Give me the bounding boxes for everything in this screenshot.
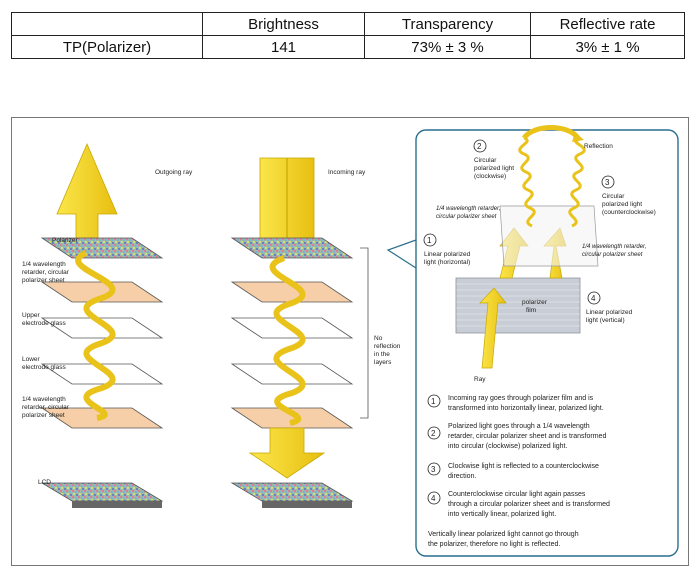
polarizer-sheet <box>230 237 354 259</box>
label-upper-glass: Upper <box>22 312 41 319</box>
label-reflection: Reflection <box>584 143 613 150</box>
retarder-sheet-bottom <box>230 407 354 429</box>
label-ray: Ray <box>474 376 486 383</box>
label-circular-ccw: Circular <box>602 193 625 200</box>
table-header-cell: Brightness <box>202 12 365 36</box>
num-1: 1 <box>427 236 432 245</box>
label-linear-v: Linear polarized <box>586 309 633 316</box>
label-retarder-bottom: polarizer sheet <box>22 412 65 419</box>
table-cell: 73% ± 3 % <box>364 35 531 59</box>
step-text: into circular (clockwise) polarized ligh… <box>448 443 567 450</box>
footnote: the polarizer, therefore no light is ref… <box>428 541 560 548</box>
label-retarder-bottom: 1/4 wavelength <box>22 396 66 403</box>
label-retarder-top: retarder, circular <box>22 269 70 276</box>
step-text: Counterclockwise circular light again pa… <box>448 491 586 498</box>
table-header-cell <box>11 12 203 36</box>
left-stack: Outgoing ray Polarizer 1/4 wavelength re… <box>22 142 193 508</box>
step-text: transformed into horizontally linear, po… <box>448 405 604 412</box>
label-lower-glass: electrode glass <box>22 364 66 371</box>
retarder-sheet <box>499 205 599 267</box>
step-text: Clockwise light is reflected to a counte… <box>448 463 599 470</box>
label-upper-glass: electrode glass <box>22 320 66 327</box>
step-num: 2 <box>431 429 436 438</box>
polarizer-film <box>455 277 581 334</box>
footnote: Vertically linear polarized light cannot… <box>428 531 579 538</box>
helix <box>269 255 306 426</box>
lcd-panel <box>230 482 354 502</box>
label-polarizer-film: film <box>526 307 536 314</box>
diagram-svg: Outgoing ray Polarizer 1/4 wavelength re… <box>22 125 679 557</box>
step-text: retarder, circular polarizer sheet and i… <box>448 433 606 440</box>
label-no-reflection: No <box>374 335 383 342</box>
label-retarder-top: polarizer sheet <box>22 277 65 284</box>
detail-callout: polarizer film 2 Circular polarized ligh… <box>386 125 679 557</box>
label-linear-v: light (vertical) <box>586 317 625 324</box>
label-no-reflection: reflection <box>374 343 401 350</box>
table-cell: 3% ± 1 % <box>530 35 685 59</box>
lcd-panel-side <box>262 501 352 508</box>
table-row: TP(Polarizer) 141 73% ± 3 % 3% ± 1 % <box>11 35 685 59</box>
num-4: 4 <box>591 294 596 303</box>
upper-glass <box>40 317 164 339</box>
step-num: 4 <box>431 494 436 503</box>
label-circular-cw: Circular <box>474 157 497 164</box>
label-polarizer-film: polarizer <box>522 299 548 306</box>
label-lcd: LCD <box>38 479 51 486</box>
step-text: Polarized light goes through a 1/4 wavel… <box>448 423 590 430</box>
step-num: 1 <box>431 397 436 406</box>
label-retarder-b: circular polarizer sheet <box>582 252 643 258</box>
table-header-cell: Reflective rate <box>530 12 685 36</box>
no-reflection-bracket <box>360 247 369 419</box>
table-header-cell: Transparency <box>364 12 531 36</box>
step-text: into vertically linear, polarized light. <box>448 511 556 518</box>
label-outgoing-ray: Outgoing ray <box>155 169 193 176</box>
label-linear-h: Linear polarized <box>424 251 471 258</box>
label-circular-ccw: polarized light <box>602 201 642 208</box>
label-incoming-ray: Incoming ray <box>328 169 366 176</box>
polarizer-sheet <box>40 237 164 259</box>
num-3: 3 <box>605 178 610 187</box>
step-list: 1 Incoming ray goes through polarizer fi… <box>427 394 610 518</box>
polarizer-diagram: Outgoing ray Polarizer 1/4 wavelength re… <box>11 117 689 566</box>
lower-glass <box>40 363 164 385</box>
label-lower-glass: Lower <box>22 356 41 363</box>
middle-stack: Incoming ray No reflection in the layers <box>230 157 401 508</box>
label-polarizer: Polarizer <box>52 237 78 244</box>
label-no-reflection: in the <box>374 351 390 358</box>
lcd-panel-side <box>72 501 162 508</box>
label-linear-h: light (horizontal) <box>424 259 470 266</box>
coil-clockwise <box>518 136 536 228</box>
lcd-panel <box>40 482 164 502</box>
callout-pointer <box>386 239 417 269</box>
step-text: through a circular polarizer sheet and i… <box>448 501 610 508</box>
label-retarder-a: circular polarizer sheet <box>436 214 497 220</box>
step-num: 3 <box>431 465 436 474</box>
label-retarder-bottom: retarder, circular <box>22 404 70 411</box>
step-text: direction. <box>448 473 476 480</box>
incoming-arrow-bottom <box>248 427 326 479</box>
ray-arrow <box>479 287 507 369</box>
label-retarder-a: 1/4 wavelength retarder, <box>436 206 500 212</box>
spec-table: Brightness Transparency Reflective rate … <box>11 12 685 59</box>
helix <box>75 250 116 421</box>
label-circular-ccw: (counterclockwise) <box>602 209 656 216</box>
label-circular-cw: polarized light <box>474 165 514 172</box>
label-no-reflection: layers <box>374 359 392 366</box>
table-cell: 141 <box>202 35 365 59</box>
table-cell: TP(Polarizer) <box>11 35 203 59</box>
coil-counterclockwise <box>568 138 586 228</box>
step-text: Incoming ray goes through polarizer film… <box>448 395 594 402</box>
label-retarder-b: 1/4 wavelength retarder, <box>582 244 646 250</box>
label-circular-cw: (clockwise) <box>474 173 506 180</box>
table-header-row: Brightness Transparency Reflective rate <box>11 12 685 36</box>
num-2: 2 <box>477 142 482 151</box>
label-retarder-top: 1/4 wavelength <box>22 261 66 268</box>
